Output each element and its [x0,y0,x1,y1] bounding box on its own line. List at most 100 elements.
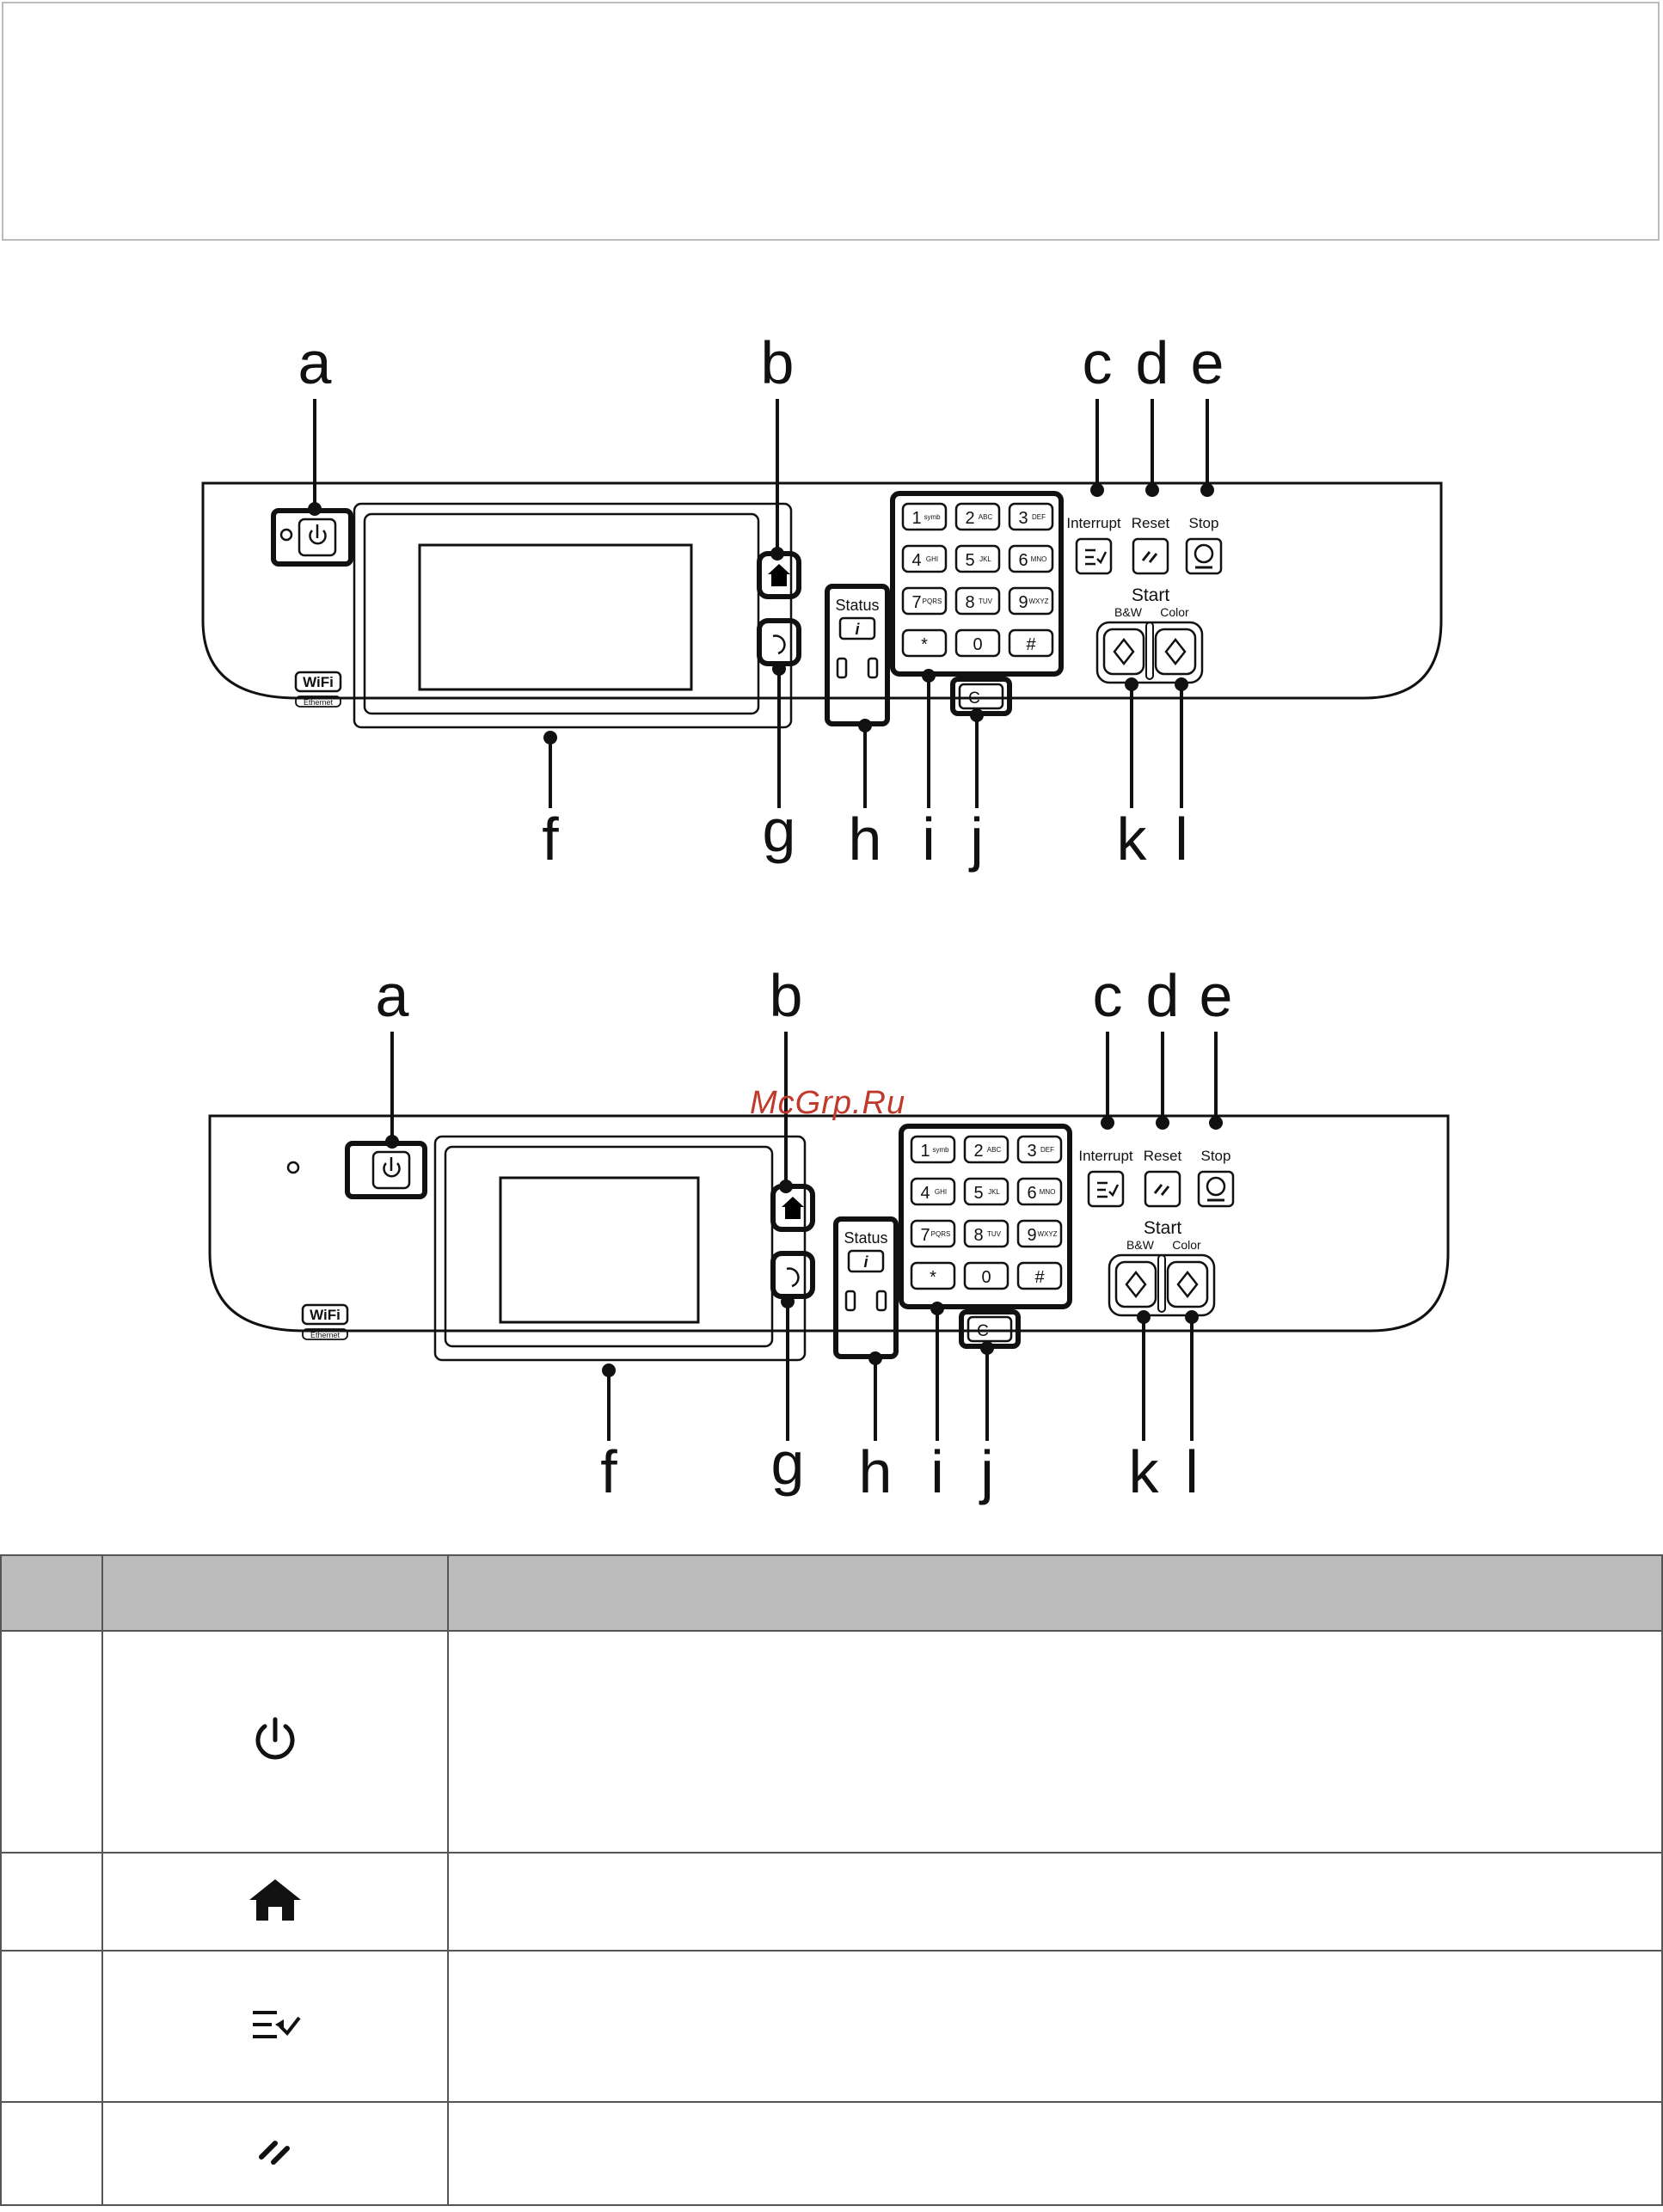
interrupt-button [1075,537,1113,575]
keypad-key-number: 2 [973,1142,983,1161]
keypad-key-letters: PQRS [931,1230,951,1238]
callout-h: h [849,806,882,873]
table-cell [101,1950,449,2103]
table-cell [101,2101,449,2206]
back-icon [786,1267,800,1288]
leader-dot [1137,1310,1151,1324]
keypad-key-number: 8 [973,1226,983,1245]
leader-dot [779,1180,793,1193]
keypad-key-number: 4 [911,551,921,570]
watermark: McGrp.Ru [750,1085,906,1121]
start-label: Start [1132,585,1170,605]
table-row [0,1630,1663,1854]
keypad-key [1016,1261,1063,1290]
start-bw-button [1102,628,1145,676]
start-icon [1113,637,1135,666]
keypad-key [910,1135,956,1164]
keypad-key-number: 1 [911,509,921,528]
keypad-highlight [890,491,1064,677]
ethernet-logo [302,1328,348,1340]
leader-dot [930,1302,944,1315]
leader-dot [1125,677,1138,691]
wifi-logo [294,671,342,693]
table-row [0,1852,1663,1952]
keypad-highlight [899,1124,1072,1309]
keypad-key [1016,1135,1063,1164]
stop-button [1197,1170,1235,1208]
callout-c: c [1083,329,1113,396]
bw-label: B&W [1126,1238,1155,1252]
keypad-key [1008,628,1054,658]
leader-dot [385,1135,399,1149]
callout-c: c [1093,962,1123,1029]
status-label: Status [844,1229,887,1247]
status-indicator [867,657,879,679]
keypad-key-letters: TUV [979,597,993,605]
table-header-cell [101,1554,449,1632]
leader-dot [858,719,872,732]
table-cell [0,2101,103,2206]
keypad-key [963,1219,1009,1248]
keypad-key-number: 9 [1027,1226,1036,1245]
power-icon [383,1162,401,1178]
keypad-key-number: 0 [981,1268,991,1287]
keypad-key-number: 9 [1018,593,1028,612]
status-label: Status [835,597,879,614]
reset-button [1132,537,1169,575]
callout-h: h [859,1438,893,1505]
home-icon [782,1197,804,1219]
power-button [371,1150,411,1190]
leader-dot [1185,1310,1199,1324]
interrupt-icon [1096,551,1108,565]
table-row [0,2101,1663,2206]
keypad-key-number: 3 [1018,509,1028,528]
clear-button-label: C [968,689,980,708]
keypad-key [963,1261,1009,1290]
keypad-key [1008,586,1054,616]
screen-bezel-inner [363,512,760,715]
keypad-key-letters: WXYZ [1028,597,1048,605]
keypad-key [910,1177,956,1206]
keypad-key-letters: DEF [1040,1146,1054,1154]
screen-bezel-inner [444,1145,774,1348]
start-icon [1164,637,1187,666]
stop-icon [1206,1176,1226,1197]
reset-label: Reset [1144,1148,1182,1164]
callout-k: k [1117,806,1148,873]
start-color-button [1154,628,1197,676]
wifi-logo-text: WiFi [310,1307,341,1323]
back-icon [772,634,786,655]
start-label: Start [1144,1218,1182,1238]
keypad-key-number: 7 [920,1226,930,1245]
reset-label: Reset [1132,515,1170,531]
leader-dot [602,1363,616,1377]
color-label: Color [1172,1238,1201,1252]
table-cell [0,1950,103,2103]
leader-line [1153,1184,1163,1194]
keypad-key [901,502,948,531]
keypad-key-letters: JKL [979,555,991,563]
callout-f: f [542,806,559,873]
power-led [286,1161,300,1174]
keypad-key-number: 2 [965,509,974,528]
callout-j: j [968,806,984,873]
callout-j: j [979,1438,994,1505]
status-indicator [836,657,848,679]
start-bw-button [1114,1260,1157,1308]
keypad-key [910,1261,956,1290]
back-button [757,618,801,666]
keypad-key-number: # [1034,1268,1045,1287]
keypad-key-letters: WXYZ [1037,1230,1057,1238]
reset-button [1144,1170,1181,1208]
interrupt-label: Interrupt [1078,1148,1133,1164]
leader-dot [781,1295,795,1308]
callout-k: k [1129,1438,1160,1505]
interrupt-icon [1108,1184,1120,1198]
power-icon [255,1717,295,1759]
keypad-key-letters: DEF [1032,513,1046,521]
table-cell [0,1630,103,1854]
table-header-cell [447,1554,1663,1632]
